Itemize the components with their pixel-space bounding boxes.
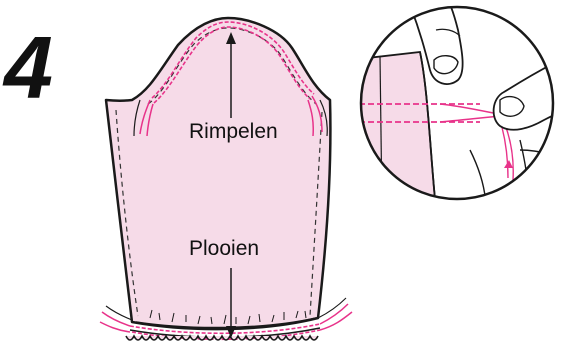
label-plooien: Plooien (189, 237, 259, 260)
sleeve-pattern-piece: Rimpelen Plooien (100, 18, 352, 340)
detail-inset (350, 0, 561, 210)
sleeve-fabric (106, 18, 330, 329)
step-number: 4 (2, 18, 53, 117)
label-rimpelen: Rimpelen (189, 120, 278, 143)
